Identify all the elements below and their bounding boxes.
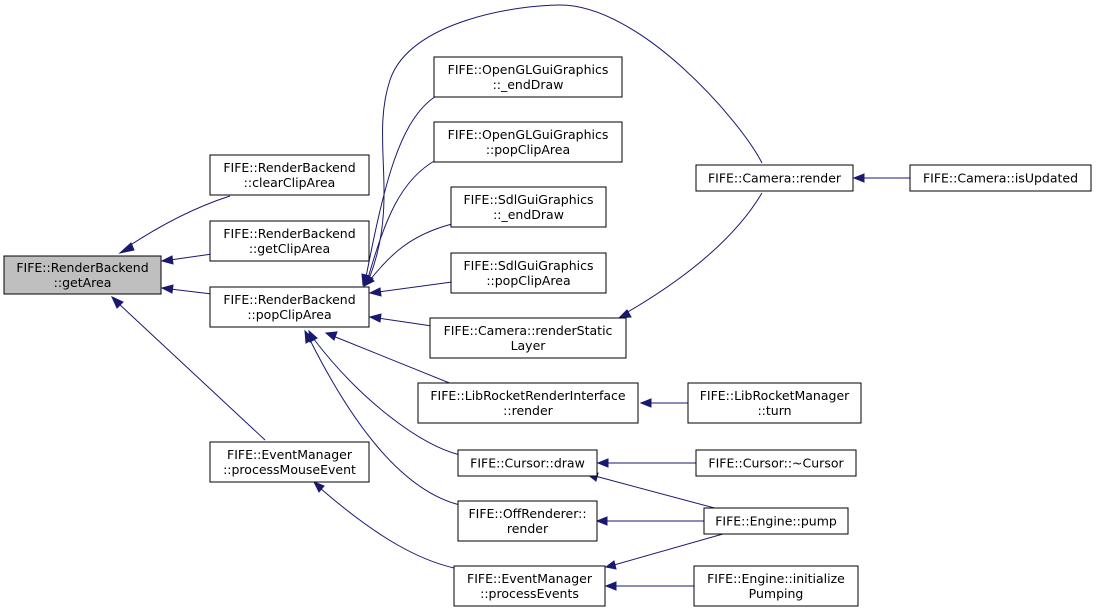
node-box (457, 449, 598, 477)
edge-librocketrender-to-popclip (324, 331, 453, 385)
node-label-line: FIFE::OffRenderer:: (468, 506, 586, 521)
node-label-line: ::turn (757, 403, 791, 418)
node-label-line: FIFE::LibRocketRenderInterface (430, 388, 626, 403)
node-label-line: render (507, 521, 549, 536)
node-eventmanager-processmouseevent[interactable]: FIFE::EventManager::processMouseEvent (209, 441, 370, 483)
node-label-line: ::getArea (54, 275, 112, 290)
node-label-line: FIFE::Camera::renderStatic (444, 323, 613, 338)
edge-processmouse-to-getarea (110, 295, 266, 441)
node-box (209, 441, 370, 483)
edge-renderstatic-to-popclip (368, 313, 433, 327)
node-label-line: FIFE::SdlGuiGraphics (463, 258, 593, 273)
node-label-line: Pumping (749, 586, 804, 601)
node-librocketrenderinterface-render[interactable]: FIFE::LibRocketRenderInterface::render (417, 382, 639, 424)
edge-sdlpopclip-to-popclip (368, 281, 453, 297)
node-engine-pump[interactable]: FIFE::Engine::pump (703, 507, 849, 535)
edge-clearclip-to-getarea (118, 195, 231, 254)
edge-pump-to-cursordraw (585, 472, 723, 511)
node-label-line: ::_endDraw (493, 77, 564, 92)
node-box (457, 500, 598, 542)
node-label-line: FIFE::EventManager (227, 447, 353, 462)
node-cursor-draw[interactable]: FIFE::Cursor::draw (457, 449, 598, 477)
node-box (433, 121, 623, 163)
node-label-line: ::popClipArea (486, 142, 570, 157)
node-box (417, 382, 639, 424)
edge-initpumping-to-processevents (604, 581, 694, 591)
node-box (209, 220, 370, 262)
node-label-line: FIFE::RenderBackend (16, 260, 148, 275)
edge-isupdated-to-camerarender (852, 173, 910, 183)
node-label-line: FIFE::Camera::render (708, 171, 842, 186)
node-offrenderer-render[interactable]: FIFE::OffRenderer::render (457, 500, 598, 542)
node-box (209, 154, 370, 196)
node-cursor-destructor[interactable]: FIFE::Cursor::~Cursor (695, 449, 857, 477)
node-label-line: FIFE::SdlGuiGraphics (463, 192, 593, 207)
node-label-line: FIFE::OpenGLGuiGraphics (448, 62, 609, 77)
node-box (433, 56, 623, 98)
node-label-line: FIFE::Cursor::~Cursor (708, 456, 844, 471)
node-label-line: FIFE::Engine::pump (715, 514, 837, 529)
node-label-line: ::getClipArea (249, 241, 330, 256)
node-label-line: ::popClipArea (247, 307, 331, 322)
node-label-line: ::processEvents (480, 586, 579, 601)
edge-cursordtor-to-cursordraw (596, 458, 696, 468)
edge-camerarender-to-popclip (363, 4, 763, 288)
node-box (695, 449, 857, 477)
edge-pump-to-processevents (604, 531, 731, 570)
node-box (450, 252, 607, 294)
node-openglguigraphics-enddraw[interactable]: FIFE::OpenGLGuiGraphics::_endDraw (433, 56, 623, 98)
edge-getcliparea-to-getarea (160, 253, 213, 265)
node-eventmanager-processevents[interactable]: FIFE::EventManager::processEvents (453, 565, 606, 607)
node-box (429, 317, 627, 359)
node-box (450, 186, 607, 228)
node-openglguigraphics-popcliparea[interactable]: FIFE::OpenGLGuiGraphics::popClipArea (433, 121, 623, 163)
node-box (687, 382, 862, 424)
edge-glpopclip-to-popclip (363, 159, 437, 287)
edge-glenddraw-to-popclip (361, 95, 437, 287)
node-box (453, 565, 606, 607)
node-label-line: FIFE::RenderBackend (223, 226, 355, 241)
node-camera-isupdated[interactable]: FIFE::Camera::isUpdated (909, 164, 1092, 192)
edge-processevents-to-processmouse (312, 481, 455, 569)
node-label-line: FIFE::Engine::initialize (707, 571, 845, 586)
node-renderbackend-getcliparea[interactable]: FIFE::RenderBackend::getClipArea (209, 220, 370, 262)
node-renderbackend-getarea[interactable]: FIFE::RenderBackend::getArea (3, 255, 162, 295)
node-label-line: FIFE::Camera::isUpdated (923, 171, 1078, 186)
node-renderbackend-clearcliparea[interactable]: FIFE::RenderBackend::clearClipArea (209, 154, 370, 196)
node-label-line: FIFE::RenderBackend (223, 160, 355, 175)
node-box (3, 255, 162, 295)
node-label-line: ::processMouseEvent (223, 462, 356, 477)
node-label-line: Layer (511, 338, 547, 353)
node-renderbackend-popcliparea[interactable]: FIFE::RenderBackend::popClipArea (209, 286, 370, 328)
node-label-line: FIFE::LibRocketManager (700, 388, 850, 403)
node-label-line: ::popClipArea (486, 273, 570, 288)
edge-offrenderer-to-popclip (304, 329, 461, 506)
node-librocketmanager-turn[interactable]: FIFE::LibRocketManager::turn (687, 382, 862, 424)
edge-turn-to-librocketrender (639, 398, 688, 408)
edge-camerarender-to-renderstatic (617, 192, 763, 319)
node-label-line: ::clearClipArea (244, 175, 336, 190)
node-label-line: FIFE::EventManager (467, 571, 593, 586)
node-box (693, 565, 859, 607)
node-box (909, 164, 1092, 192)
node-sdlguigraphics-enddraw[interactable]: FIFE::SdlGuiGraphics::_endDraw (450, 186, 607, 228)
edge-popcliparea-to-getarea (160, 284, 213, 295)
node-box (703, 507, 849, 535)
node-label-line: ::_endDraw (493, 207, 564, 222)
node-label-line: ::render (503, 403, 554, 418)
node-label-line: FIFE::OpenGLGuiGraphics (448, 127, 609, 142)
node-box (695, 164, 854, 192)
edge-pump-to-offrenderer (595, 516, 704, 526)
node-box (209, 286, 370, 328)
node-sdlguigraphics-popcliparea[interactable]: FIFE::SdlGuiGraphics::popClipArea (450, 252, 607, 294)
node-label-line: FIFE::Cursor::draw (470, 456, 585, 471)
node-label-line: FIFE::RenderBackend (223, 292, 355, 307)
node-camera-render[interactable]: FIFE::Camera::render (695, 164, 854, 192)
